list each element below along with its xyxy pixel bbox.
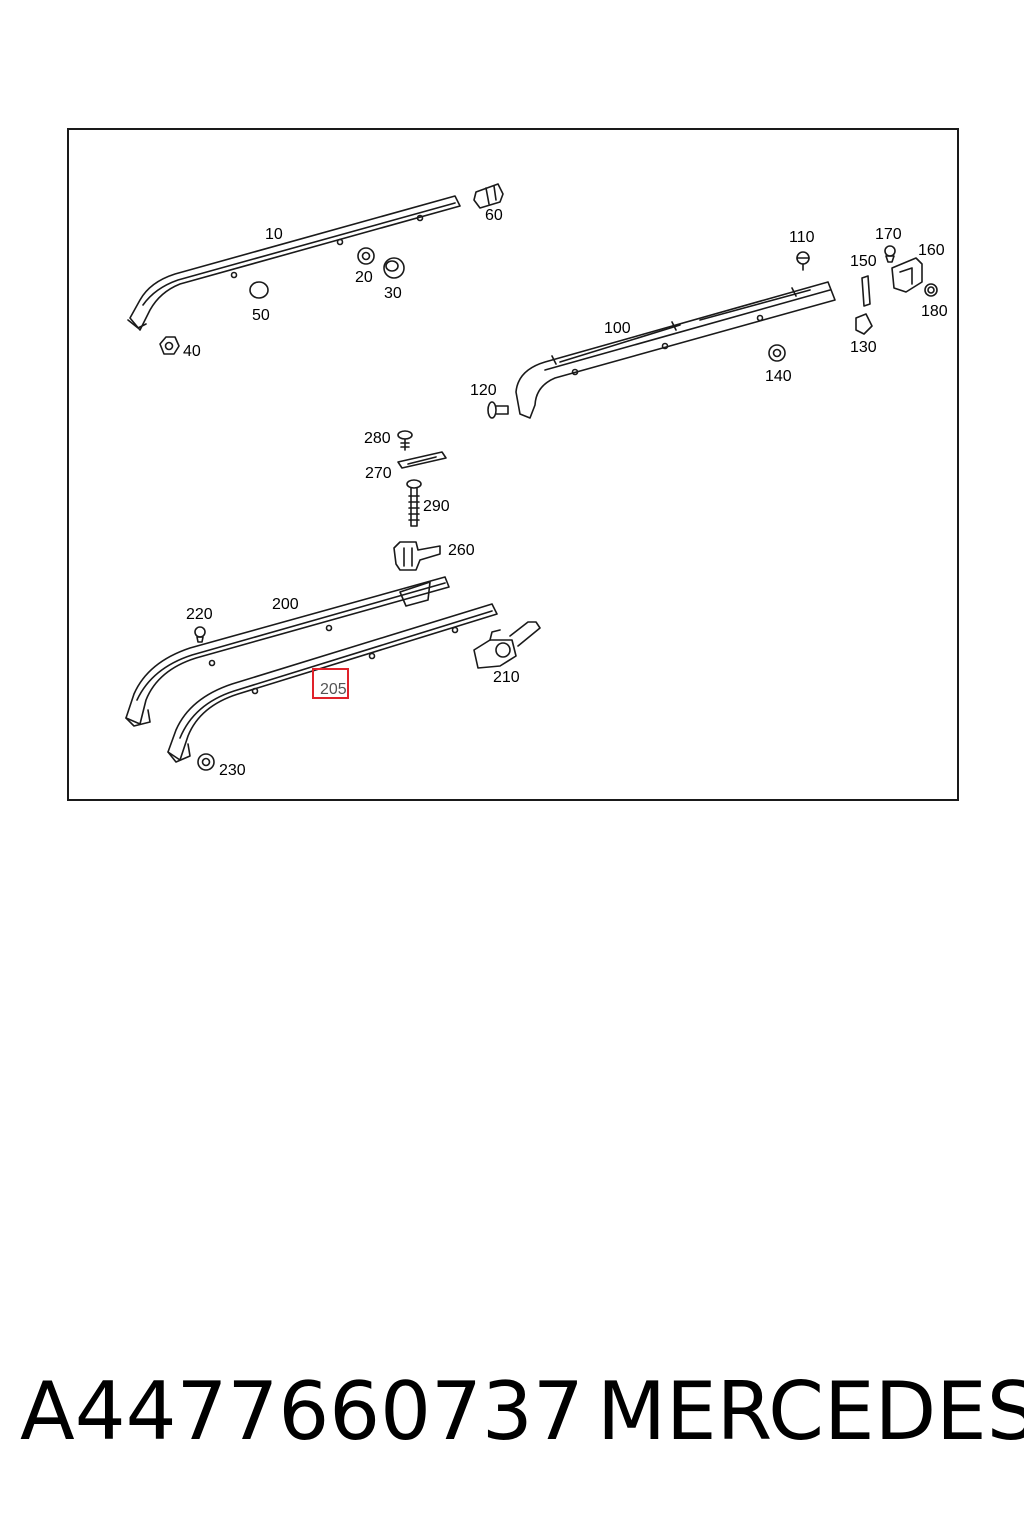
part-290-bolt[interactable] [406,479,422,527]
part-230-nut[interactable] [197,753,215,771]
part-120-bolt[interactable] [487,401,509,419]
callout-10: 10 [265,226,283,243]
callout-60: 60 [485,207,503,224]
part-50-plug[interactable] [249,281,269,299]
rail-part-10[interactable] [127,195,461,331]
callout-280: 280 [364,430,391,447]
callout-205: 205 [320,681,347,698]
rail-part-205[interactable] [167,603,498,763]
callout-110: 110 [789,229,815,246]
highlight-box-205 [312,668,349,699]
callout-50: 50 [252,307,270,324]
callout-20: 20 [355,269,373,286]
diagram-frame [67,128,959,801]
part-210-hinge[interactable] [473,621,541,669]
callout-290: 290 [423,498,450,515]
part-220-screw[interactable] [194,626,206,643]
part-140-nut[interactable] [768,344,786,362]
rail-part-100[interactable] [515,281,836,419]
part-280-screw[interactable] [397,430,413,451]
callout-220: 220 [186,606,213,623]
part-number: A4477660737 [20,1365,584,1458]
part-270-plate[interactable] [397,451,447,469]
part-40-nut[interactable] [159,336,180,355]
part-130-nut[interactable] [855,313,873,335]
callout-260: 260 [448,542,475,559]
callout-270: 270 [365,465,392,482]
part-180-cap[interactable] [924,283,938,297]
rail-part-200[interactable] [125,576,450,727]
callout-150: 150 [850,253,877,270]
callout-100: 100 [604,320,631,337]
part-260-clamp[interactable] [393,541,441,571]
callout-200: 200 [272,596,299,613]
callout-230: 230 [219,762,246,779]
part-110-screw[interactable] [796,251,810,271]
brand-name: MERCEDES [597,1365,1024,1458]
callout-180: 180 [921,303,948,320]
part-160-bracket[interactable] [891,257,923,293]
part-60-clip[interactable] [473,183,504,209]
callout-140: 140 [765,368,792,385]
callout-40: 40 [183,343,201,360]
part-30-cap[interactable] [383,257,405,279]
callout-160: 160 [918,242,945,259]
callout-130: 130 [850,339,877,356]
part-150-strip[interactable] [861,275,871,307]
callout-170: 170 [875,226,902,243]
callout-120: 120 [470,382,497,399]
callout-30: 30 [384,285,402,302]
part-170-clip[interactable] [884,245,896,263]
callout-210: 210 [493,669,520,686]
part-20-nut[interactable] [357,247,375,265]
